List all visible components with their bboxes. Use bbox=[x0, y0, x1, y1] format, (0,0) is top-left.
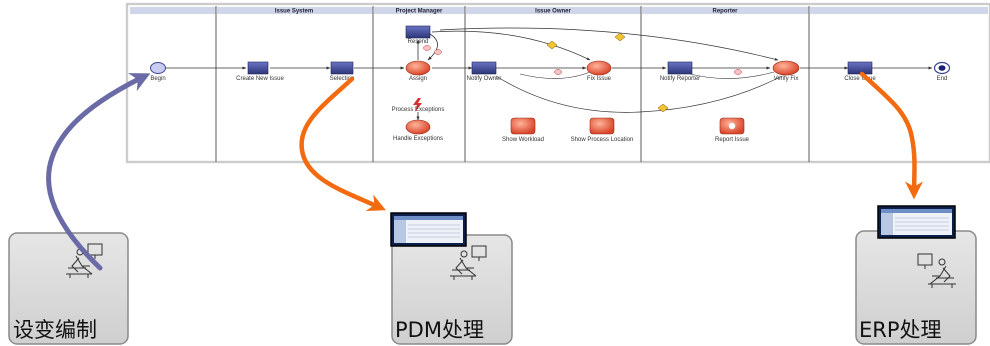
node-label: Report Issue bbox=[715, 137, 750, 143]
task-close-issue bbox=[847, 61, 873, 75]
node-label: Show Process Location bbox=[571, 137, 634, 143]
action-show-process-location bbox=[589, 117, 615, 135]
person-at-computer-icon bbox=[450, 245, 487, 280]
task-resend bbox=[405, 25, 431, 39]
lane-header: Issue System bbox=[275, 9, 313, 15]
node-label: Fix Issue bbox=[587, 76, 612, 82]
node-label: Notify Owner bbox=[467, 76, 502, 82]
start-marker-icon bbox=[728, 122, 736, 130]
station-pdm: PDM处理 bbox=[391, 234, 513, 345]
node-label: Show Workload bbox=[502, 137, 544, 143]
task-notify-owner bbox=[471, 61, 497, 75]
task-create-new-issue bbox=[247, 61, 269, 75]
node-label: Verify Fix bbox=[774, 76, 799, 82]
pdm-screen-thumbnail bbox=[390, 212, 467, 247]
lane-header: Issue Owner bbox=[535, 9, 571, 15]
task-notify-reporter bbox=[667, 61, 693, 75]
lightning-icon bbox=[413, 98, 422, 112]
arrow-design-change-to-begin bbox=[46, 73, 151, 271]
action-show-workload bbox=[510, 117, 536, 135]
activity-fix-issue bbox=[586, 60, 612, 76]
node-label: Close Issue bbox=[844, 76, 876, 82]
activity-assign bbox=[405, 60, 431, 76]
diagram-frame bbox=[126, 3, 990, 163]
node-label: Selection bbox=[330, 76, 355, 82]
station-erp: ERP处理 bbox=[855, 230, 977, 345]
begin-node bbox=[150, 62, 166, 74]
node-label: Assign bbox=[409, 76, 427, 82]
node-label: Handle Exceptions bbox=[393, 136, 443, 142]
lane-header: Reporter bbox=[712, 9, 738, 15]
arrow-selection-to-pdm bbox=[299, 76, 386, 211]
node-label: Create New Issue bbox=[236, 76, 284, 82]
lane-header: Project Manager bbox=[396, 9, 443, 15]
node-label: Process Exceptions bbox=[392, 107, 445, 113]
station-label: ERP处理 bbox=[859, 318, 942, 342]
person-at-computer-icon bbox=[917, 253, 956, 288]
task-selection bbox=[330, 61, 354, 75]
erp-screen-thumbnail bbox=[877, 205, 956, 239]
activity-verify-fix bbox=[772, 60, 800, 76]
node-label: Resend bbox=[408, 39, 429, 45]
process-diagram: Issue System Project Manager Issue Owner… bbox=[125, 2, 990, 164]
activity-handle-exceptions bbox=[405, 119, 431, 135]
station-design-change: 设变编制 bbox=[8, 232, 129, 345]
node-label: Begin bbox=[150, 76, 165, 82]
node-label: End bbox=[937, 76, 948, 82]
station-label: PDM处理 bbox=[395, 318, 484, 342]
node-label: Notify Reporter bbox=[660, 76, 700, 82]
station-label: 设变编制 bbox=[13, 318, 97, 342]
arrow-close-issue-to-erp bbox=[859, 71, 924, 200]
